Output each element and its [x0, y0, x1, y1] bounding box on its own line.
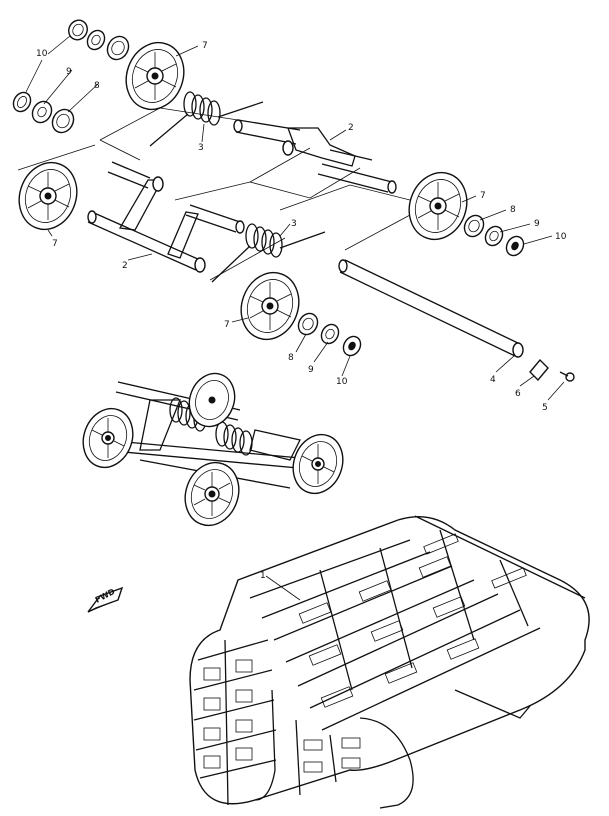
bearing-8-left	[51, 108, 75, 134]
callout-7-center: 7	[224, 320, 230, 330]
frame-outline	[17, 107, 411, 281]
callout-7-left: 7	[52, 239, 58, 249]
washer-9-left	[31, 100, 53, 124]
clip-10-right	[505, 235, 525, 257]
bearing-8-top-left	[106, 35, 130, 61]
torsion-spring-3-top	[149, 91, 264, 147]
clip-10-top-left	[68, 19, 88, 41]
arm-shaft-2-upper	[233, 119, 397, 194]
clip-10-center	[342, 335, 362, 357]
bearing-8-center	[297, 312, 319, 336]
track-tread-pattern	[193, 529, 541, 806]
washer-9-top-left	[86, 29, 106, 51]
callout-3-middle: 3	[291, 219, 297, 229]
callout-8-right: 8	[510, 205, 516, 215]
callout-2-top: 2	[348, 123, 354, 133]
torsion-spring-3-middle	[211, 223, 326, 283]
bogie-wheel-front	[184, 461, 240, 527]
callout-7-right: 7	[480, 191, 486, 201]
callout-10-right: 10	[555, 232, 567, 242]
bogie-wheel-rear-top	[188, 372, 236, 428]
callout-10-center: 10	[336, 377, 348, 387]
wheel-7-top	[125, 41, 185, 111]
bolt-5	[559, 371, 575, 382]
fwd-direction-arrow: FWD	[87, 587, 124, 613]
callout-5: 5	[542, 403, 548, 413]
callout-4: 4	[490, 375, 496, 385]
wheel-7-left	[18, 161, 78, 231]
callout-6: 6	[515, 389, 521, 399]
bogie-wheel-left	[82, 407, 134, 469]
assembled-bogie	[82, 372, 344, 527]
plate-6	[529, 358, 549, 382]
wheel-7-center	[240, 271, 300, 341]
callout-10-top-left: 10	[36, 49, 48, 59]
callout-numbers: 10 9 8 7 3 2 7 2 3 7 8 9 10 7 8 9 10 4 6…	[36, 41, 567, 581]
callout-9-right: 9	[534, 219, 540, 229]
clip-10-left	[12, 91, 32, 113]
wheel-7-right	[408, 171, 468, 241]
washer-9-right	[484, 225, 504, 247]
callout-3-top: 3	[198, 143, 204, 153]
callout-7-top: 7	[202, 41, 208, 51]
callout-9-top-left: 9	[66, 67, 72, 77]
leader-lines	[25, 35, 565, 601]
callout-1: 1	[260, 571, 266, 581]
callout-8-center: 8	[288, 353, 294, 363]
bogie-wheel-right	[292, 433, 344, 495]
bogie-spring-right	[215, 421, 253, 456]
callout-9-center: 9	[308, 365, 314, 375]
rubber-track-1	[189, 515, 590, 809]
callout-2-lower: 2	[122, 261, 128, 271]
bearing-8-right	[463, 214, 485, 238]
washer-9-center	[320, 323, 340, 345]
arm-shaft-2-lower	[87, 161, 245, 273]
axle-shaft-4	[338, 259, 524, 358]
callout-8-top-left: 8	[94, 81, 100, 91]
